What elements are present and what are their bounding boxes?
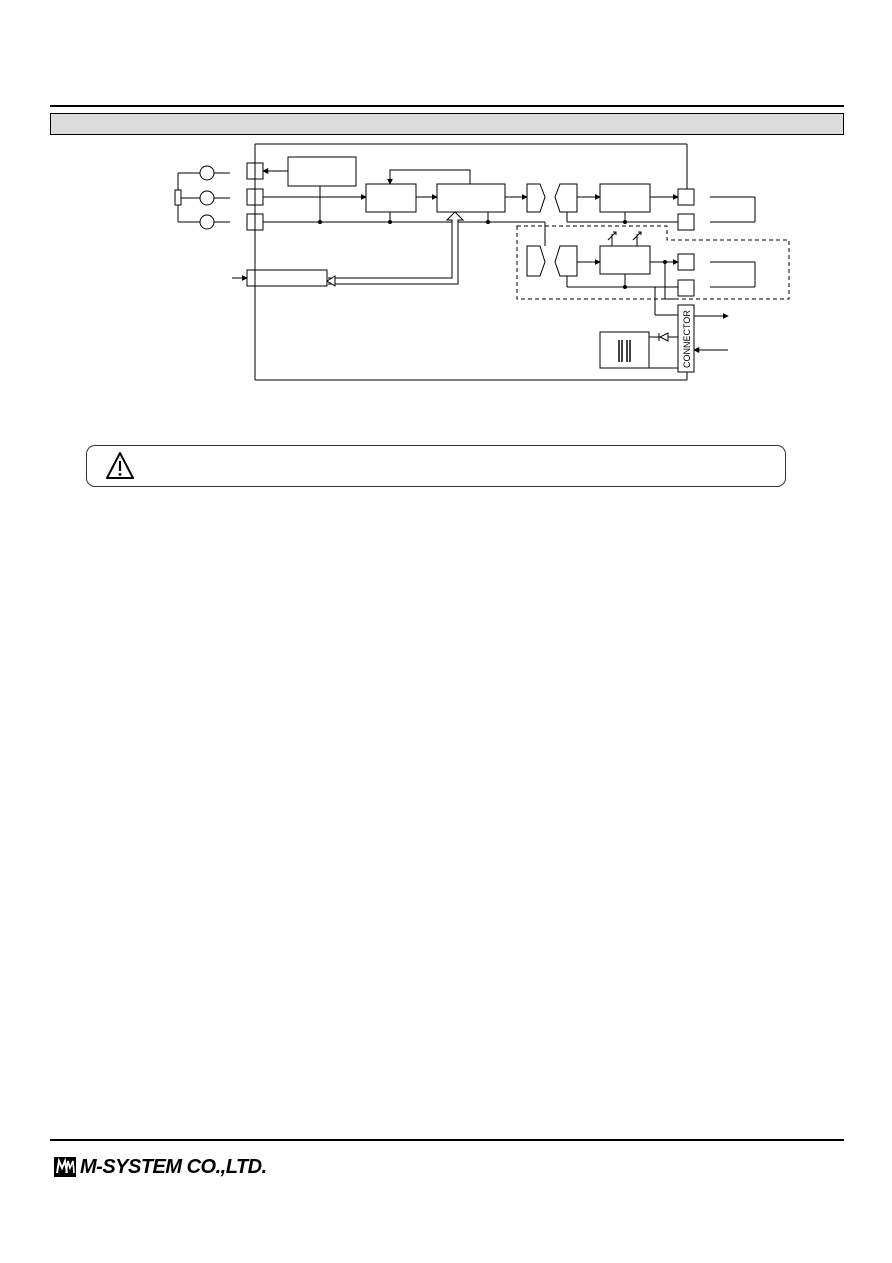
isolation-barrier-1 [526,183,578,213]
optional-output-group [516,225,790,300]
section-title-bar [50,113,844,135]
excitation-block [287,156,357,187]
output-terminal-1b [677,213,695,231]
company-logo: M-SYSTEM CO.,LTD. [54,1153,267,1181]
diode-icon [658,332,669,342]
connector-label: CONNECTOR [682,310,692,368]
footer-rule [50,1139,844,1141]
power-supply-block [599,331,650,369]
output-driver-block-1 [599,183,651,213]
output-terminal-2b [677,279,695,297]
enclosure-outline [254,143,687,381]
block-diagram: CONNECTOR [174,143,790,381]
isolation-barrier-2 [526,245,578,277]
output-driver-block-2 [599,245,651,275]
caution-box [86,445,786,487]
company-name: M-SYSTEM CO.,LTD. [80,1155,267,1178]
header-rule [50,105,844,107]
amplifier-block [365,183,417,213]
warning-triangle-icon [106,452,134,479]
output-terminal-2a [677,253,695,271]
m-system-logo-mark [54,1157,76,1177]
output-terminal-1a [677,188,695,206]
connector-block [677,304,695,373]
transformer-icon [618,340,631,362]
input-sensor [174,165,230,230]
processor-block [436,183,506,213]
configuration-port-block [246,269,328,287]
